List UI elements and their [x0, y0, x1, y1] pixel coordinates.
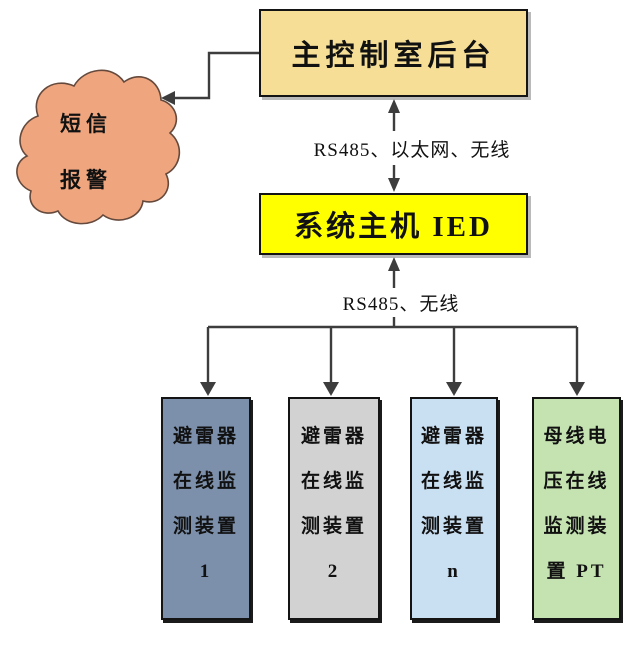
backend-to-cloud-connector [173, 51, 259, 100]
device-2-line: 2 [327, 561, 341, 582]
device-1-line: 避雷器 [172, 426, 239, 447]
system-host-ied-label: 系统主机 IED [294, 211, 493, 243]
device-2-line: 避雷器 [300, 426, 367, 447]
device-n-line: n [447, 561, 461, 582]
ied-bus-link-label: RS485、无线 [329, 288, 473, 317]
drop-arrowhead-3 [446, 382, 462, 396]
main-control-room-box: 主控制室后台 [259, 9, 528, 97]
device-pt-line: 压在线 [543, 471, 610, 492]
system-host-ied-box: 系统主机 IED [259, 193, 528, 255]
main-control-room-label: 主控制室后台 [291, 40, 496, 72]
cloud-arrowhead-left [161, 91, 175, 105]
backend-ied-link-label: RS485、以太网、无线 [297, 134, 527, 163]
backend-ied-arrowhead-down [388, 178, 400, 192]
device-n-line: 在线监 [420, 471, 487, 492]
arrester-monitor-device-1: 避雷器 在线监 测装置 1 [161, 397, 251, 620]
arrester-monitor-device-2: 避雷器 在线监 测装置 2 [288, 397, 380, 620]
device-n-line: 避雷器 [420, 426, 487, 447]
drop-arrowhead-1 [200, 382, 216, 396]
cloud-line-1: 短信 [60, 112, 112, 136]
device-n-line: 测装置 [420, 516, 487, 537]
device-pt-line: 置 PT [546, 561, 607, 582]
backend-ied-arrowhead-up [388, 99, 400, 113]
device-1-line: 1 [199, 561, 213, 582]
device-2-line: 在线监 [300, 471, 367, 492]
drop-arrowhead-4 [569, 382, 585, 396]
bus-to-ied-arrowhead-up [388, 257, 400, 271]
device-2-line: 测装置 [300, 516, 367, 537]
drop-arrowhead-2 [323, 382, 339, 396]
cloud-line-2: 报警 [60, 168, 112, 192]
arrester-monitor-device-n: 避雷器 在线监 测装置 n [410, 397, 498, 620]
sms-alarm-cloud-label: 短信 报警 [38, 96, 134, 208]
device-pt-line: 母线电 [543, 426, 610, 447]
bus-voltage-monitor-device-pt: 母线电 压在线 监测装 置 PT [532, 397, 621, 620]
sms-cloud-shape [16, 69, 181, 225]
device-pt-line: 监测装 [543, 516, 610, 537]
device-1-line: 测装置 [172, 516, 239, 537]
device-1-line: 在线监 [172, 471, 239, 492]
